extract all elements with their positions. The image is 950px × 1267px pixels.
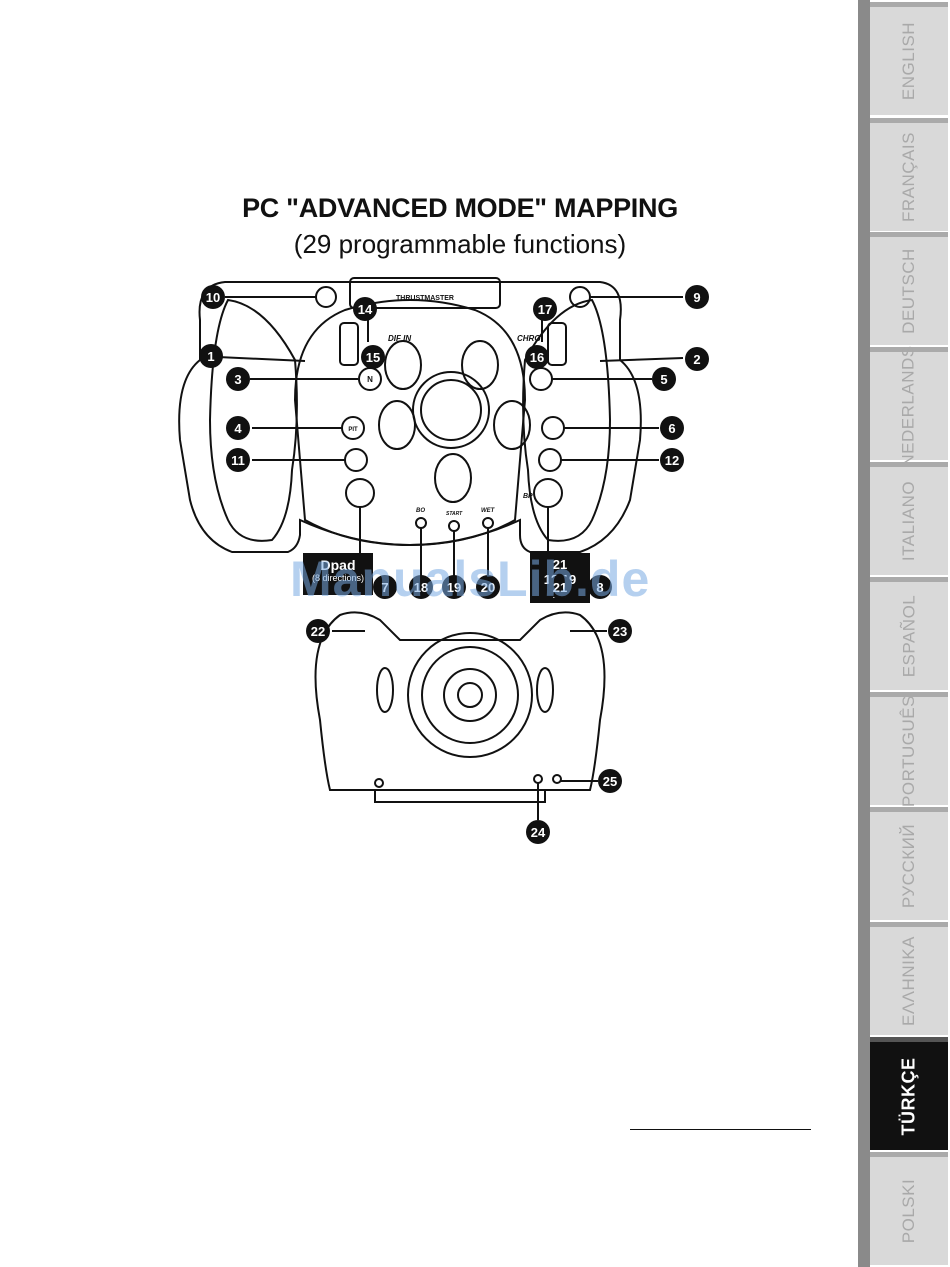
callout-circle-6 [660,416,684,440]
tab-greek[interactable]: ΕΛΛΗΝΙΚΑ [870,922,948,1035]
callout-label-12: 12 [665,453,679,468]
dif-in-label: DIF IN [388,334,411,343]
callout-circle-15 [361,345,385,369]
dpad-box: Dpad (8 directions) [303,553,373,595]
tab-label: NEDERLANDS [899,345,919,467]
pit-button-label: PIT [348,427,358,433]
callout-circle-4 [226,416,250,440]
callout-label-25: 25 [603,774,617,789]
callout-circle-18 [409,575,433,599]
start-label: START [446,511,463,517]
callout-circle-22 [306,619,330,643]
tab-turkce[interactable]: TÜRKÇE [870,1037,948,1150]
watermark: ManualsLib.de [290,551,651,607]
page-title-line2: (29 programmable functions) [293,229,627,259]
callout-label-16: 16 [530,350,544,365]
left-grip [208,298,298,542]
language-tab-strip: ENGLISH FRANÇAIS DEUTSCH NEDERLANDS ITAL… [858,0,950,1267]
callout-circle-12 [660,448,684,472]
tab-italiano[interactable]: ITALIANO [870,462,948,575]
callout-label-6: 6 [668,421,675,436]
callout-label-18: 18 [414,580,428,595]
tab-russian[interactable]: РУССКИЙ [870,807,948,920]
tab-polski[interactable]: POLSKI [870,1152,948,1265]
callout-label-10: 10 [206,290,220,305]
callout-circle-9 [685,285,709,309]
tab-english[interactable]: ENGLISH [870,2,948,115]
wheel-bottom-outline [314,611,606,791]
tab-francais[interactable]: FRANÇAIS [870,118,948,231]
tab-label: РУССКИЙ [899,823,919,909]
callout-label-3: 3 [234,372,241,387]
tab-label: ΕΛΛΗΝΙΚΑ [899,935,919,1027]
callout-label-11: 11 [231,453,245,468]
n-button-label: N [367,375,373,384]
callout-label-7: 7 [381,580,388,595]
wheel-center-plate [293,299,527,547]
callout-label-2: 2 [693,352,700,367]
brand-label: THRUSTMASTER [396,295,454,302]
callout-label-15: 15 [366,350,380,365]
chrg-label: CHRG [517,334,541,343]
bo-label: BO [416,508,425,514]
callout-circle-14 [353,297,377,321]
callout-label-4: 4 [234,421,242,436]
tab-label: FRANÇAIS [899,132,918,222]
callout-label-22: 22 [311,624,325,639]
wheel-diagram: THRUSTMASTER DIF IN CHRG BO START WET BP… [178,277,709,844]
dpad-box-line2: (8 directions) [312,573,364,583]
callout-label-20: 20 [481,580,495,595]
tab-label: DEUTSCH [899,248,919,334]
tab-label: TÜRKÇE [898,1057,919,1135]
callout-circle-8 [588,575,612,599]
callout-label-5: 5 [660,372,667,387]
callout-circle-10 [201,285,225,309]
callout-circle-3 [226,367,250,391]
wheel-display [349,277,501,309]
tab-deutsch[interactable]: DEUTSCH [870,232,948,345]
dpad-box-line1: Dpad [321,557,356,573]
tab-label: PORTUGUÊS [899,695,918,807]
callout-circle-17 [533,297,557,321]
callout-circle-5 [652,367,676,391]
callout-label-1: 1 [207,349,214,364]
wheel-outline [178,281,642,553]
callout-label-8: 8 [596,580,603,595]
tab-nederlands[interactable]: NEDERLANDS [870,345,948,467]
callout-circle-2 [685,347,709,371]
tab-label: POLSKI [898,1178,918,1244]
callout-label-19: 19 [447,580,461,595]
right-box-line1: 21 [553,557,567,572]
callout-circle-16 [525,345,549,369]
callout-circle-23 [608,619,632,643]
callout-label-14: 14 [358,302,373,317]
callout-circle-24 [526,820,550,844]
tab-strip-background [858,0,870,1267]
tab-label: ESPAÑOL [899,594,918,678]
tab-label: ENGLISH [899,21,919,101]
callout-circle-7 [373,575,397,599]
wet-label: WET [481,508,496,514]
callout-circle-20 [476,575,500,599]
callout-label-17: 17 [538,302,552,317]
callout-label-21: 21 [553,580,567,595]
tab-label: ITALIANO [899,480,919,562]
hub-center [420,379,482,441]
tab-espanol[interactable]: ESPAÑOL [870,577,948,690]
callout-circle-11 [226,448,250,472]
callout-label-9: 9 [693,290,700,305]
tab-portugues[interactable]: PORTUGUÊS [870,692,948,807]
callout-label-23: 23 [613,624,627,639]
bp-label: BP [523,493,533,500]
footer-line [630,1129,811,1130]
callout-circle-25 [598,769,622,793]
page-title-line1: PC "ADVANCED MODE" MAPPING [242,193,678,223]
callout-circle-1 [199,344,223,368]
callout-circle-19 [442,575,466,599]
callout-circle-21 [548,575,572,599]
callout-label-24: 24 [531,825,546,840]
